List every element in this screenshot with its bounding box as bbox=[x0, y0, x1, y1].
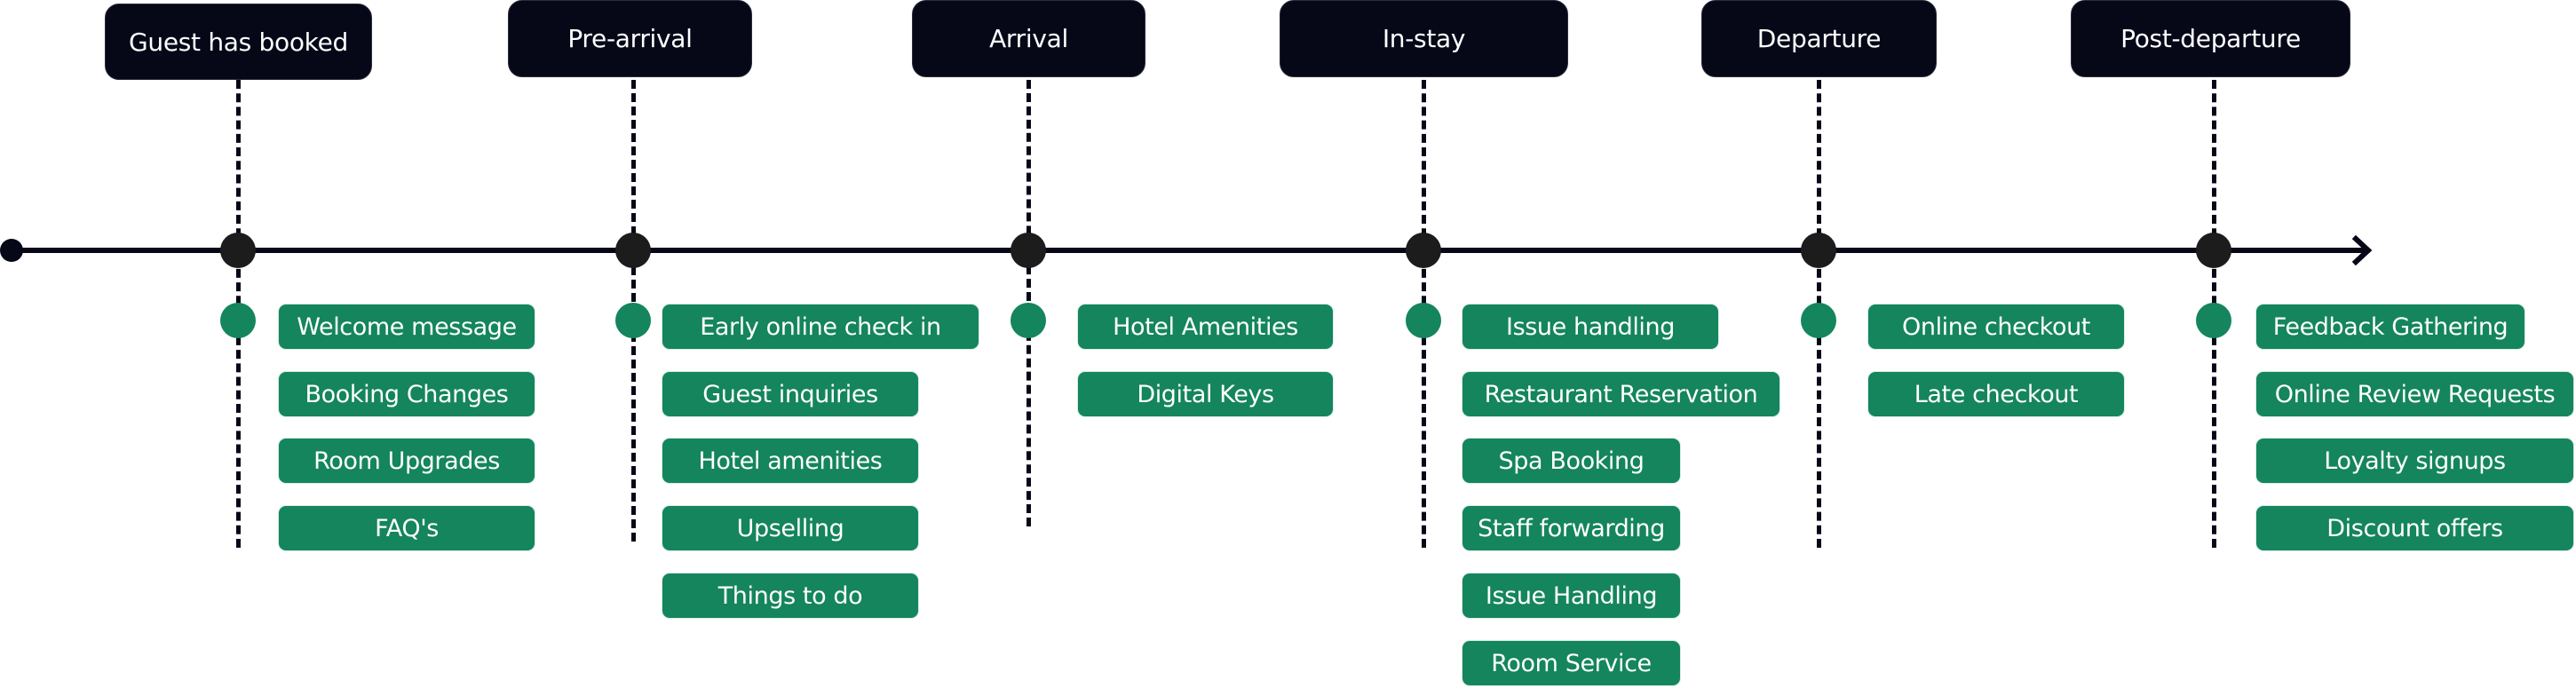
touchpoint-dot bbox=[2196, 303, 2231, 338]
touchpoint-pill: Room Upgrades bbox=[278, 438, 535, 484]
stage-node-dot bbox=[1801, 233, 1836, 268]
touchpoint-pill: Loyalty signups bbox=[2255, 438, 2574, 484]
touchpoint-pill: Feedback Gathering bbox=[2255, 304, 2525, 350]
touchpoint-pill: Issue handling bbox=[1462, 304, 1719, 350]
touchpoint-dot bbox=[1801, 303, 1836, 338]
stage-header: Departure bbox=[1701, 0, 1937, 77]
stage-header: Guest has booked bbox=[105, 4, 372, 80]
touchpoint-pill: Late checkout bbox=[1867, 371, 2125, 417]
touchpoint-pill: Staff forwarding bbox=[1462, 505, 1681, 551]
touchpoint-pill: Booking Changes bbox=[278, 371, 535, 417]
touchpoint-dot bbox=[615, 303, 651, 338]
touchpoint-pill: Guest inquiries bbox=[662, 371, 919, 417]
touchpoint-pill: FAQ's bbox=[278, 505, 535, 551]
touchpoint-dot bbox=[1011, 303, 1046, 338]
stage-node-dot bbox=[615, 233, 651, 268]
touchpoint-pill: Upselling bbox=[662, 505, 919, 551]
stage-node-dot bbox=[1011, 233, 1046, 268]
timeline-arrow-icon bbox=[2351, 235, 2373, 265]
touchpoint-pill: Hotel Amenities bbox=[1077, 304, 1334, 350]
touchpoint-pill: Online Review Requests bbox=[2255, 371, 2574, 417]
stage-header: Arrival bbox=[912, 0, 1145, 77]
touchpoint-pill: Discount offers bbox=[2255, 505, 2574, 551]
touchpoint-pill: Restaurant Reservation bbox=[1462, 371, 1780, 417]
touchpoint-pill: Welcome message bbox=[278, 304, 535, 350]
stage-node-dot bbox=[2196, 233, 2231, 268]
touchpoint-pill: Digital Keys bbox=[1077, 371, 1334, 417]
stage-header: Post-departure bbox=[2071, 0, 2350, 77]
timeline-axis bbox=[9, 248, 2365, 253]
stage-node-dot bbox=[220, 233, 256, 268]
touchpoint-pill: Issue Handling bbox=[1462, 573, 1681, 619]
touchpoint-pill: Hotel amenities bbox=[662, 438, 919, 484]
touchpoint-pill: Early online check in bbox=[662, 304, 979, 350]
touchpoint-pill: Things to do bbox=[662, 573, 919, 619]
stage-header: In-stay bbox=[1280, 0, 1568, 77]
stage-node-dot bbox=[1406, 233, 1441, 268]
touchpoint-pill: Online checkout bbox=[1867, 304, 2125, 350]
touchpoint-pill: Room Service bbox=[1462, 640, 1681, 686]
touchpoint-dot bbox=[1406, 303, 1441, 338]
stage-header: Pre-arrival bbox=[508, 0, 752, 77]
touchpoint-pill: Spa Booking bbox=[1462, 438, 1681, 484]
touchpoint-dot bbox=[220, 303, 256, 338]
